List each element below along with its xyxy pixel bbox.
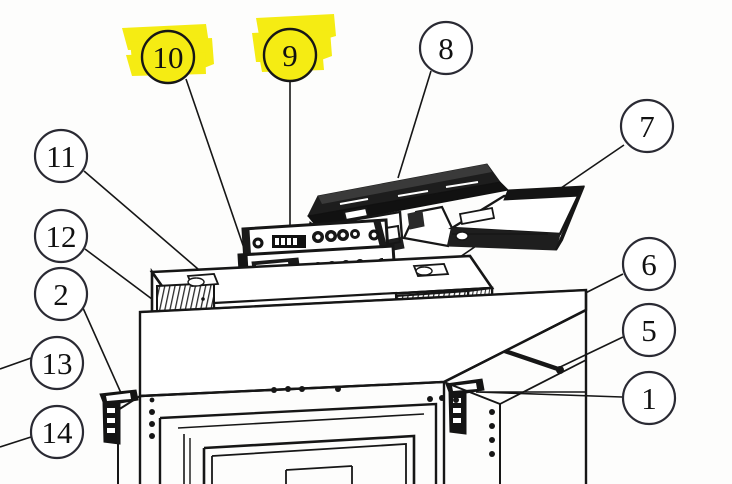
callout-circles (29, 20, 677, 460)
oven-cabinet-body (117, 288, 588, 484)
